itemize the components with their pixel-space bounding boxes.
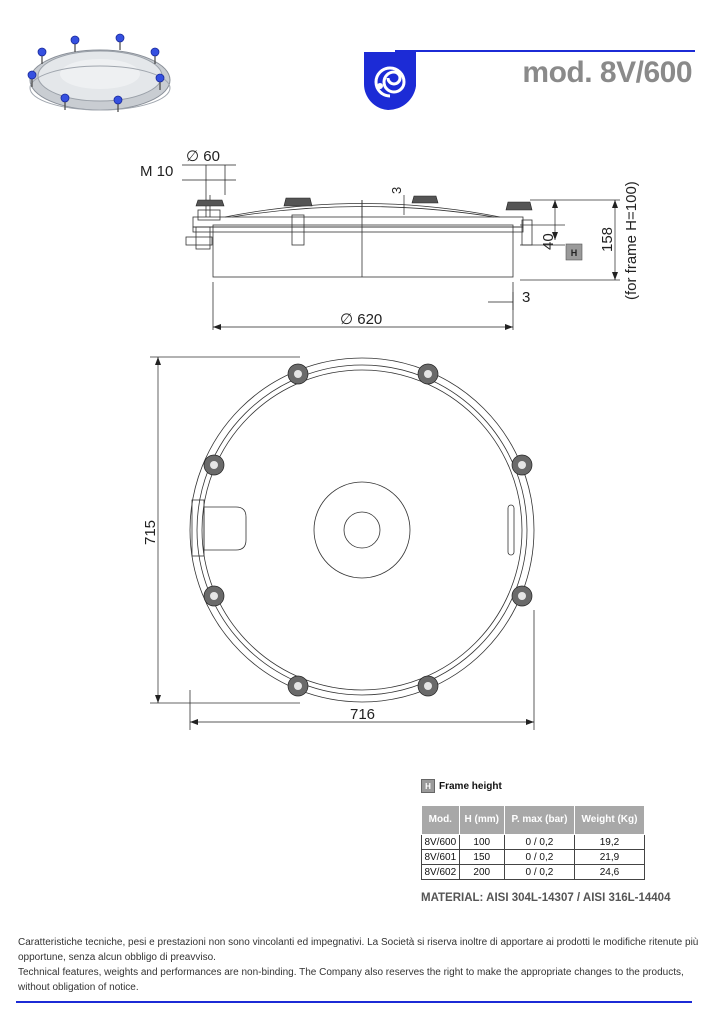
table-row: 8V/602 200 0 / 0,2 24,6: [421, 864, 646, 880]
cell-model: 8V/602: [421, 864, 460, 880]
cell-weight: 21,9: [573, 849, 646, 865]
model-title: mod. 8V/600: [522, 56, 692, 89]
disclaimer-notes: Caratteristiche tecniche, pesi e prestaz…: [18, 935, 708, 995]
header-cell-model: Mod.: [421, 805, 460, 835]
cell-pressure: 0 / 0,2: [503, 864, 575, 880]
legend-label: Frame height: [439, 780, 502, 792]
cell-height: 100: [458, 834, 505, 850]
cell-pressure: 0 / 0,2: [503, 834, 575, 850]
cell-height: 200: [458, 864, 505, 880]
header-rule: [395, 50, 695, 52]
disclaimer-italian: Caratteristiche tecniche, pesi e prestaz…: [18, 937, 699, 963]
cell-weight: 19,2: [573, 834, 646, 850]
dim-total-height: 158: [599, 227, 616, 252]
frame-height-legend: H Frame height: [421, 778, 502, 794]
table-row: 8V/600 100 0 / 0,2 19,2: [421, 834, 646, 850]
dim-height: 40: [540, 233, 557, 250]
frame-marker-side: H: [571, 248, 578, 258]
dim-thread: M 10: [140, 163, 173, 180]
cell-weight: 24,6: [573, 864, 646, 880]
spec-table-header-row: Mod. H (mm) P. max (bar) Weight (Kg): [421, 805, 646, 835]
cell-height: 150: [458, 849, 505, 865]
footer-rule: [16, 1001, 692, 1003]
dim-bolt-diameter: ∅ 60: [186, 148, 220, 165]
dim-offset: 3: [522, 289, 530, 306]
cell-pressure: 0 / 0,2: [503, 849, 575, 865]
header-cell-pressure: P. max (bar): [503, 805, 575, 835]
cell-model: 8V/601: [421, 849, 460, 865]
table-row: 8V/601 150 0 / 0,2 21,9: [421, 849, 646, 865]
frame-marker-legend: H: [421, 779, 435, 793]
disclaimer-english: Technical features, weights and performa…: [18, 967, 684, 993]
dim-top-height: 715: [142, 520, 159, 545]
spiral-logo-icon: [363, 52, 416, 111]
manhole-product-photo: [27, 33, 171, 112]
dim-dome: 3: [389, 187, 404, 194]
dim-inner-diameter: ∅ 620: [340, 311, 382, 328]
cell-model: 8V/600: [421, 834, 460, 850]
header-cell-weight: Weight (Kg): [573, 805, 646, 835]
spec-table: Mod. H (mm) P. max (bar) Weight (Kg) 8V/…: [421, 805, 646, 880]
material-spec: MATERIAL: AISI 304L-14307 / AISI 316L-14…: [421, 892, 671, 904]
header-cell-height: H (mm): [458, 805, 505, 835]
dim-total-note: (for frame H=100): [623, 181, 640, 300]
technical-drawing: H ∅ 60 M 10 3 40 158 (for frame H=100) 3…: [140, 148, 640, 730]
dim-top-width: 716: [350, 706, 375, 723]
